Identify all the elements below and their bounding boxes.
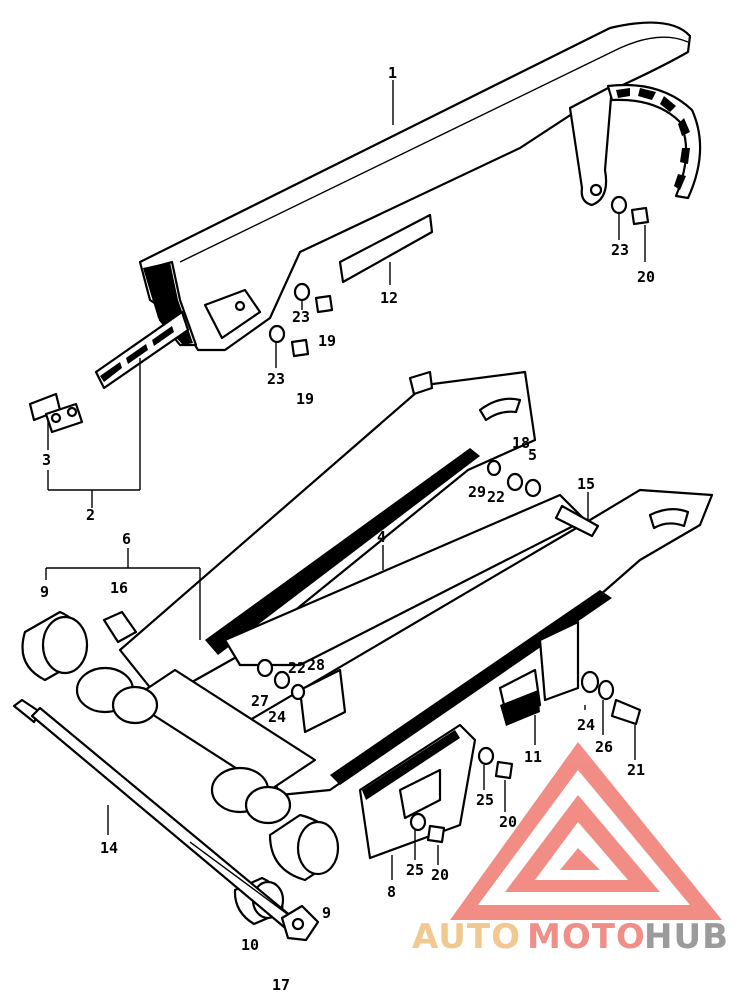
drive-chain <box>94 83 702 390</box>
callout-21: 21 <box>627 761 645 779</box>
callout-16: 16 <box>110 579 128 597</box>
watermark-auto: AUTO <box>412 917 521 957</box>
chain-case <box>138 21 692 352</box>
callout-9b: 9 <box>322 904 331 922</box>
callout-14: 14 <box>100 839 118 857</box>
watermark-moto: MOTO <box>527 917 646 957</box>
chain-slider <box>358 723 477 860</box>
callout-23c: 23 <box>611 241 629 259</box>
callout-20c: 20 <box>431 866 449 884</box>
callout-9a: 9 <box>40 583 49 601</box>
callout-2: 2 <box>86 506 95 524</box>
bolts <box>102 206 650 844</box>
callout-28: 28 <box>307 656 325 674</box>
callout-22b: 22 <box>288 659 306 677</box>
callout-10: 10 <box>241 936 259 954</box>
callout-20a: 20 <box>637 268 655 286</box>
callout-29: 29 <box>468 483 486 501</box>
washers <box>256 195 628 832</box>
callout-25b: 25 <box>406 861 424 879</box>
callout-labels: 1 2 3 4 5 6 8 9 9 10 11 12 14 15 16 17 1… <box>40 64 655 994</box>
callout-20b: 20 <box>499 813 517 831</box>
callout-4: 4 <box>377 528 386 546</box>
callout-27: 27 <box>251 692 269 710</box>
callout-23a: 23 <box>292 308 310 326</box>
callout-25a: 25 <box>476 791 494 809</box>
callout-6: 6 <box>122 530 131 548</box>
leader-lines <box>45 80 646 880</box>
callout-24a: 24 <box>268 708 286 726</box>
callout-22a: 22 <box>487 488 505 506</box>
pivot-bolt <box>12 698 320 942</box>
callout-12: 12 <box>380 289 398 307</box>
callout-3: 3 <box>42 451 51 469</box>
callout-8: 8 <box>387 883 396 901</box>
callout-11: 11 <box>524 748 542 766</box>
callout-26: 26 <box>595 738 613 756</box>
callout-19b: 19 <box>296 390 314 408</box>
master-link <box>28 392 84 434</box>
callout-1: 1 <box>388 64 397 82</box>
callout-19a: 19 <box>318 332 336 350</box>
callout-24b: 24 <box>577 716 595 734</box>
callout-18: 18 <box>512 434 530 452</box>
swing-arm <box>75 370 714 825</box>
watermark-hub: HUB <box>644 917 729 957</box>
callout-17: 17 <box>272 976 290 994</box>
callout-15: 15 <box>577 475 595 493</box>
callout-23b: 23 <box>267 370 285 388</box>
watermark-logo <box>450 742 722 920</box>
callout-5: 5 <box>528 446 537 464</box>
